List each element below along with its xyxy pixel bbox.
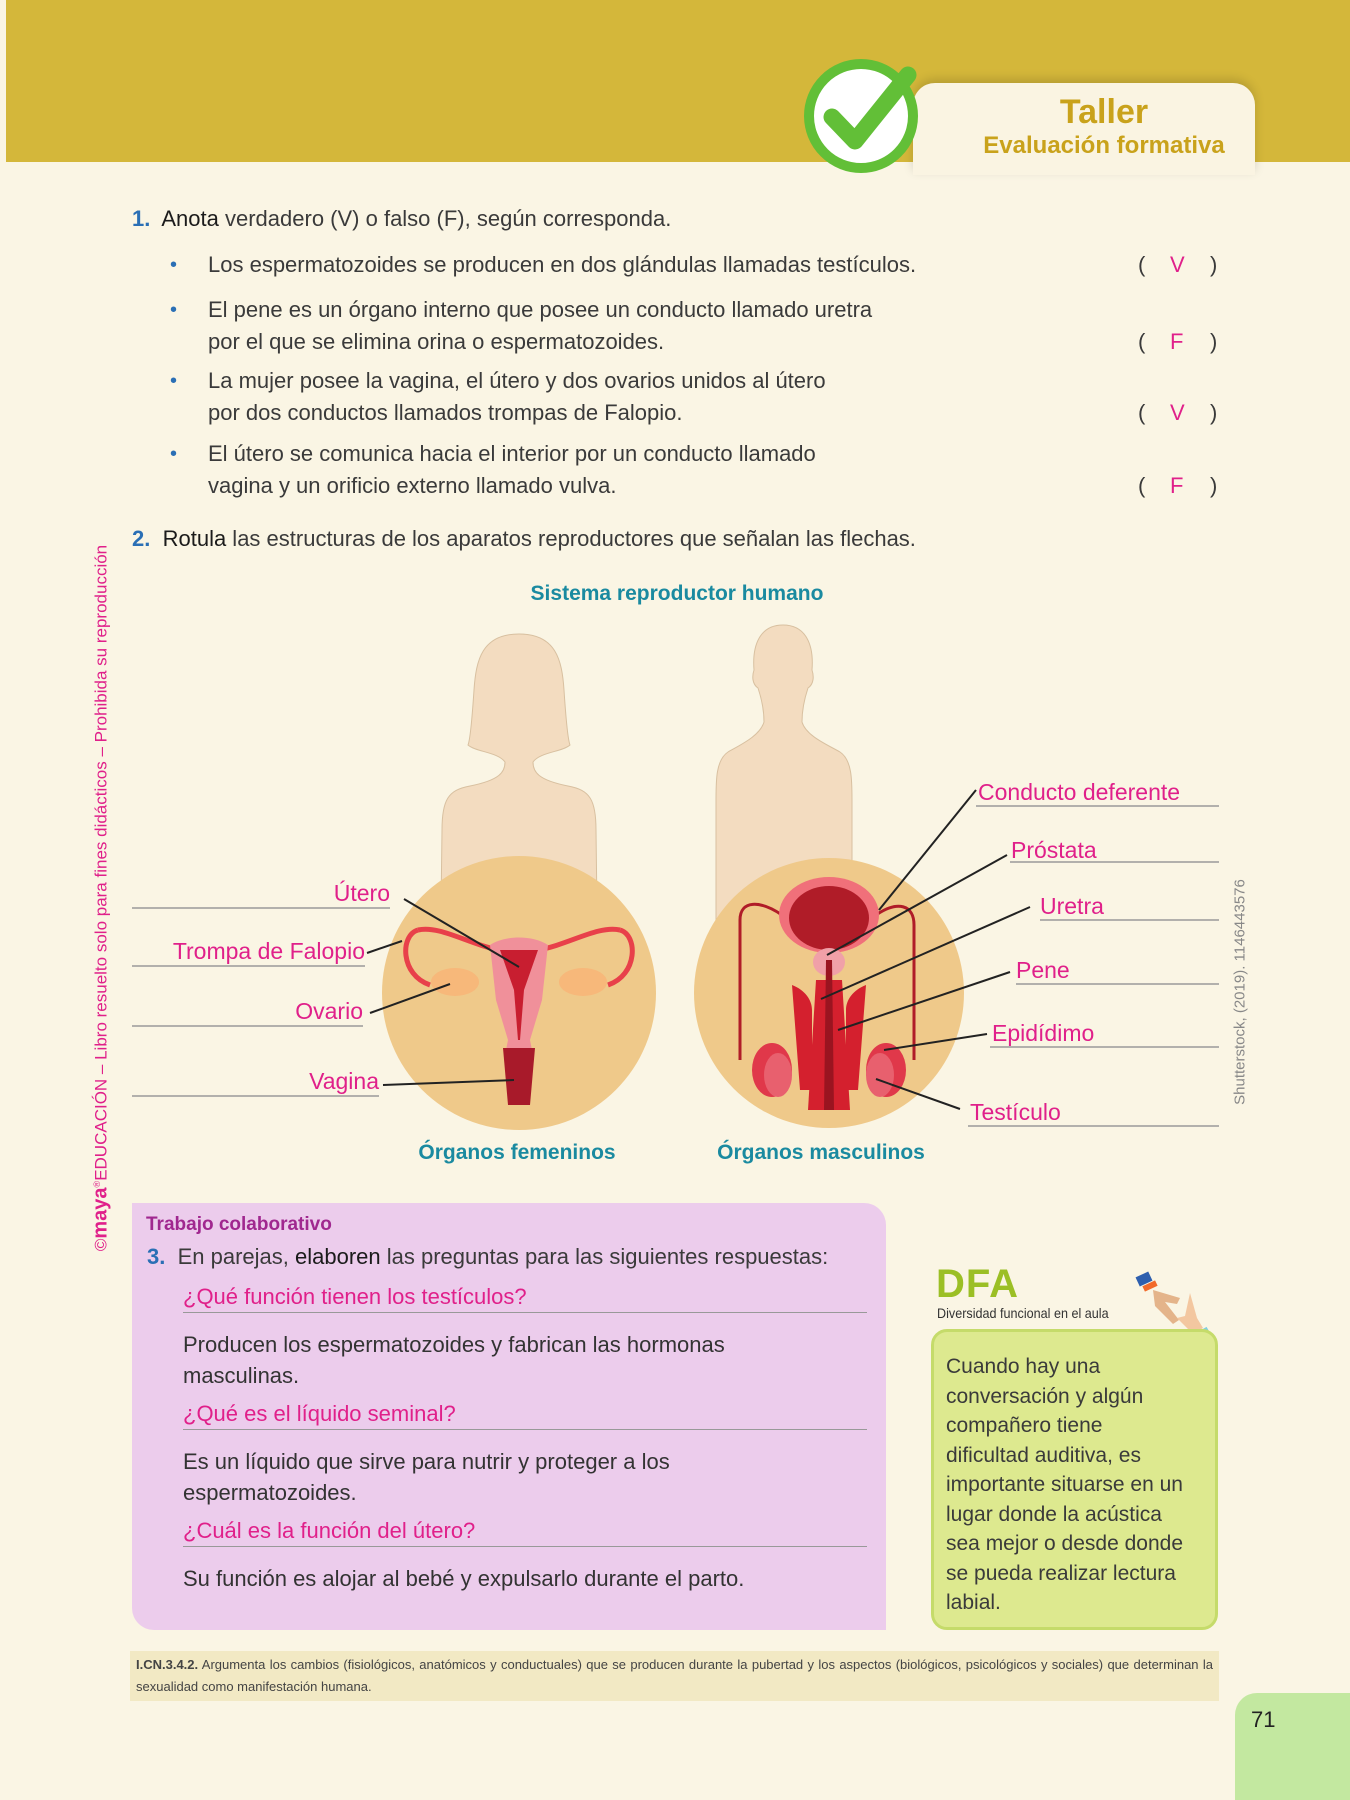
answer-field[interactable]: V <box>1170 252 1185 277</box>
bullet-icon: • <box>170 443 178 465</box>
indicator-text: Argumenta los cambios (fisiológicos, ana… <box>136 1657 1213 1694</box>
dfa-text-line: labial. <box>946 1591 1001 1614</box>
question-verb: elaboren <box>295 1244 381 1269</box>
answer-line: espermatozoides. <box>183 1480 357 1505</box>
item-text: La mujer posee la vagina, el útero y dos… <box>208 368 826 393</box>
label-ovario: Ovario <box>295 998 363 1024</box>
male-answer-lines <box>968 805 1219 1127</box>
dfa-text-line: conversación y algún <box>946 1384 1144 1408</box>
page-subtitle: Evaluación formativa <box>983 132 1225 159</box>
bullet-icon: • <box>170 370 178 392</box>
question-verb: Anota <box>161 206 219 231</box>
female-answer-lines <box>132 907 390 1097</box>
close-paren: ) <box>1210 400 1218 425</box>
dfa-text-line: lugar donde la acústica <box>946 1502 1162 1526</box>
dfa-text-line: Cuando hay una <box>946 1355 1101 1378</box>
page-number-tab: 71 <box>1235 1693 1350 1800</box>
question-2: 2. Rotula las estructuras de los aparato… <box>132 526 916 552</box>
question-text: las estructuras de los aparatos reproduc… <box>226 526 916 551</box>
open-paren: ( <box>1138 473 1146 498</box>
label-vagina: Vagina <box>309 1068 379 1094</box>
bullet-icon: • <box>170 254 178 276</box>
label-utero: Útero <box>333 880 390 906</box>
male-organs-illustration <box>738 877 916 1110</box>
close-paren: ) <box>1210 473 1218 498</box>
dfa-text-line: sea mejor o desde donde <box>946 1532 1183 1555</box>
question-number: 1. <box>132 206 151 231</box>
qa-list: ¿Qué función tienen los testículos? Prod… <box>183 1284 867 1594</box>
question-input[interactable]: ¿Cuál es la función del útero? <box>183 1518 867 1547</box>
curriculum-indicator: I.CN.3.4.2. Argumenta los cambios (fisio… <box>130 1651 1219 1701</box>
label-conducto-deferente: Conducto deferente <box>978 779 1181 805</box>
dfa-text-line: importante situarse en un <box>946 1473 1183 1496</box>
question-1: 1. Anota verdadero (V) o falso (F), segú… <box>132 206 671 232</box>
item-text: por dos conductos llamados trompas de Fa… <box>208 400 683 425</box>
collaborative-work-box <box>132 1203 886 1630</box>
collab-heading: Trabajo colaborativo <box>146 1214 332 1235</box>
answer-field[interactable]: F <box>1170 473 1184 498</box>
dfa-text-line: dificultad auditiva, es <box>946 1443 1141 1467</box>
answer-field[interactable]: F <box>1170 329 1184 354</box>
question-3: 3. En parejas, elaboren las preguntas pa… <box>147 1244 828 1270</box>
female-caption: Órganos femeninos <box>418 1141 616 1164</box>
answer-line: Producen los espermatozoides y fabrican … <box>183 1332 725 1357</box>
title-box: Taller Evaluación formativa <box>913 83 1255 175</box>
male-pointer-lines <box>820 789 1031 1110</box>
reproductive-diagram <box>132 624 1219 1130</box>
item-text: vagina y un orificio externo llamado vul… <box>208 473 617 498</box>
question-input[interactable]: ¿Qué es el líquido seminal? <box>183 1401 867 1430</box>
question-text: las preguntas para las siguientes respue… <box>380 1244 829 1269</box>
item-text: El útero se comunica hacia el interior p… <box>208 441 816 466</box>
question-number: 3. <box>147 1244 166 1269</box>
answer-field[interactable]: V <box>1170 400 1185 425</box>
label-testiculo: Testículo <box>970 1099 1061 1125</box>
close-paren: ) <box>1210 329 1218 354</box>
dfa-title: DFA <box>936 1262 1019 1306</box>
label-epididimo: Epidídimo <box>992 1020 1095 1046</box>
label-trompa: Trompa de Falopio <box>172 938 365 964</box>
dfa-text-line: se pueda realizar lectura <box>946 1561 1176 1585</box>
open-paren: ( <box>1138 329 1146 354</box>
dfa-text-line: compañero tiene <box>946 1414 1103 1437</box>
question-text: verdadero (V) o falso (F), según corresp… <box>218 206 672 231</box>
check-icon <box>804 59 918 173</box>
label-prostata: Próstata <box>1011 837 1097 863</box>
question-number: 2. <box>132 526 151 551</box>
question-input[interactable]: ¿Qué función tienen los testículos? <box>183 1284 867 1313</box>
female-pointer-lines <box>366 898 520 1086</box>
bullet-icon: • <box>170 299 178 321</box>
answer-line: masculinas. <box>183 1363 300 1388</box>
dfa-box: Cuando hay una conversación y algún comp… <box>931 1329 1218 1630</box>
label-pene: Pene <box>1016 957 1070 983</box>
question-text: En parejas, <box>177 1244 295 1269</box>
page-number: 71 <box>1251 1707 1276 1732</box>
close-paren: ) <box>1210 252 1218 277</box>
male-caption: Órganos masculinos <box>717 1141 925 1164</box>
answer-line: Su función es alojar al bebé y expulsarl… <box>183 1566 745 1591</box>
uterus-illustration <box>403 926 635 1105</box>
label-uretra: Uretra <box>1040 893 1104 919</box>
item-text: El pene es un órgano interno que posee u… <box>208 297 873 322</box>
image-credit: Shutterstock, (2019). 1146443576 <box>1231 879 1249 1105</box>
item-text: Los espermatozoides se producen en dos g… <box>208 252 917 277</box>
page-title: Taller <box>1059 93 1149 131</box>
question-verb: Rotula <box>162 526 227 551</box>
dfa-subtitle: Diversidad funcional en el aula <box>937 1305 1109 1321</box>
diagram-title: Sistema reproductor humano <box>530 582 824 605</box>
item-text: por el que se elimina orina o espermatoz… <box>208 329 665 354</box>
indicator-code: I.CN.3.4.2. <box>136 1657 199 1672</box>
answer-line: Es un líquido que sirve para nutrir y pr… <box>183 1449 670 1474</box>
open-paren: ( <box>1138 252 1146 277</box>
open-paren: ( <box>1138 400 1146 425</box>
copyright-symbol: © <box>91 1238 111 1252</box>
